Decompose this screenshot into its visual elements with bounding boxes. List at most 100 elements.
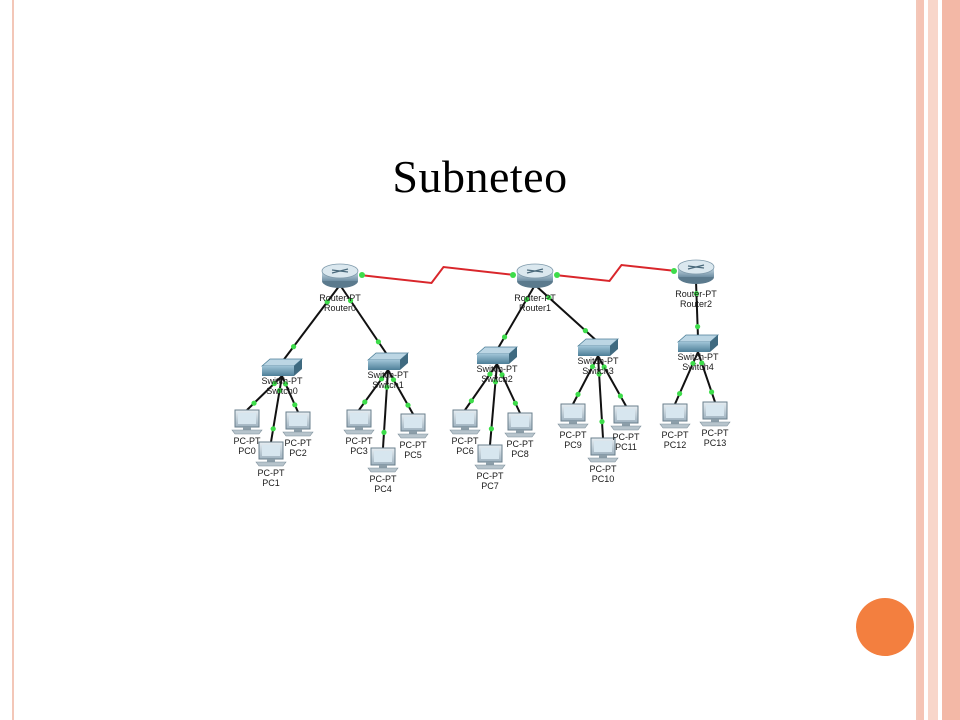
decorative-stripes <box>918 0 960 720</box>
orange-circle-decoration <box>856 598 914 656</box>
ethernet-link <box>534 284 599 343</box>
router-router2-icon <box>677 259 715 284</box>
port-indicator <box>487 371 493 377</box>
switch-type-label: Switch-PT <box>577 356 619 366</box>
port-indicator <box>554 272 560 278</box>
pc-type-label: PC-PT <box>560 430 588 440</box>
port-indicator <box>502 334 508 340</box>
pc-name-label: PC1 <box>262 478 280 488</box>
port-indicator <box>492 379 499 385</box>
pc-type-label: PC-PT <box>234 436 262 446</box>
port-indicator <box>384 384 390 390</box>
port-indicator <box>512 400 519 406</box>
pc-name-label: PC2 <box>289 448 307 458</box>
port-indicator <box>381 429 387 435</box>
router-type-label: Router-PT <box>319 293 361 303</box>
switch-switch4-icon <box>676 334 720 352</box>
pc-name-label: PC13 <box>704 438 727 448</box>
pc-type-label: PC-PT <box>346 436 374 446</box>
pc-pc1-icon <box>255 441 287 467</box>
pc-type-label: PC-PT <box>258 468 286 478</box>
port-indicator <box>693 290 700 297</box>
pc-name-label: PC6 <box>456 446 474 456</box>
stripe <box>918 0 924 720</box>
port-indicator <box>582 328 589 334</box>
port-indicator <box>324 299 330 305</box>
pc-type-label: PC-PT <box>285 438 313 448</box>
switch-type-label: Switch-PT <box>367 370 409 380</box>
port-indicator <box>375 339 381 345</box>
port-indicator <box>347 298 354 304</box>
port-indicator <box>270 426 276 432</box>
pc-name-label: PC0 <box>238 446 256 456</box>
pc-name-label: PC3 <box>350 446 368 456</box>
pc-type-label: PC-PT <box>702 428 730 438</box>
router-name-label: Router1 <box>519 303 551 313</box>
port-indicator <box>699 360 705 366</box>
pc-name-label: PC9 <box>564 440 582 450</box>
pc-pc4-icon <box>367 447 399 473</box>
port-indicator <box>599 419 605 425</box>
pc-pc10-icon <box>587 437 619 463</box>
port-indicator <box>677 391 683 397</box>
port-indicator <box>575 391 581 397</box>
pc-name-label: PC12 <box>664 440 687 450</box>
port-indicator <box>379 376 385 382</box>
port-indicator <box>276 387 283 394</box>
ethernet-link <box>382 369 389 449</box>
switch-switch2-icon <box>475 346 519 364</box>
ethernet-link <box>339 284 389 357</box>
switch-name-label: Switch4 <box>682 362 714 372</box>
router-name-label: Router0 <box>324 303 356 313</box>
pc-type-label: PC-PT <box>507 439 535 449</box>
router-type-label: Router-PT <box>514 293 556 303</box>
pc-type-label: PC-PT <box>613 432 641 442</box>
pc-pc7-icon <box>474 444 506 470</box>
port-indicator <box>596 371 602 377</box>
router-name-label: Router2 <box>680 299 712 309</box>
pc-type-label: PC-PT <box>400 440 428 450</box>
pc-pc13-icon <box>699 401 731 427</box>
pc-name-label: PC5 <box>404 450 422 460</box>
pc-type-label: PC-PT <box>477 471 505 481</box>
pc-pc11-icon <box>610 405 642 431</box>
pc-name-label: PC8 <box>511 449 529 459</box>
pc-type-label: PC-PT <box>370 474 398 484</box>
pc-name-label: PC11 <box>615 442 637 452</box>
port-indicator <box>546 294 552 301</box>
pc-pc8-icon <box>504 412 536 438</box>
switch-type-label: Switch-PT <box>476 364 518 374</box>
switch-name-label: Switch2 <box>481 374 513 384</box>
port-indicator <box>359 272 365 278</box>
port-indicator <box>690 360 696 367</box>
port-indicator <box>292 402 298 408</box>
port-indicator <box>617 393 624 399</box>
switch-type-label: Switch-PT <box>677 352 719 362</box>
port-indicator <box>589 363 596 370</box>
router-router1-icon <box>516 263 554 288</box>
port-indicator <box>488 426 494 432</box>
port-indicator <box>468 398 474 404</box>
ethernet-link <box>489 363 498 446</box>
pc-type-label: PC-PT <box>590 464 618 474</box>
port-indicator <box>695 324 701 330</box>
port-indicator <box>282 381 289 387</box>
pc-pc5-icon <box>397 413 429 439</box>
switch-switch3-icon <box>576 338 620 356</box>
switch-type-label: Switch-PT <box>261 376 303 386</box>
pc-type-label: PC-PT <box>662 430 690 440</box>
pc-type-label: PC-PT <box>452 436 480 446</box>
port-indicator <box>524 296 530 302</box>
port-indicator <box>405 402 411 408</box>
port-indicator <box>499 372 505 378</box>
stripe <box>942 0 960 720</box>
router-router0-icon <box>321 263 359 288</box>
port-indicator <box>362 399 368 405</box>
ethernet-link <box>281 284 341 363</box>
switch-name-label: Switch0 <box>266 386 298 396</box>
port-indicator <box>709 389 715 395</box>
switch-switch0-icon <box>260 358 304 376</box>
serial-link <box>359 265 516 285</box>
pc-pc2-icon <box>282 411 314 437</box>
